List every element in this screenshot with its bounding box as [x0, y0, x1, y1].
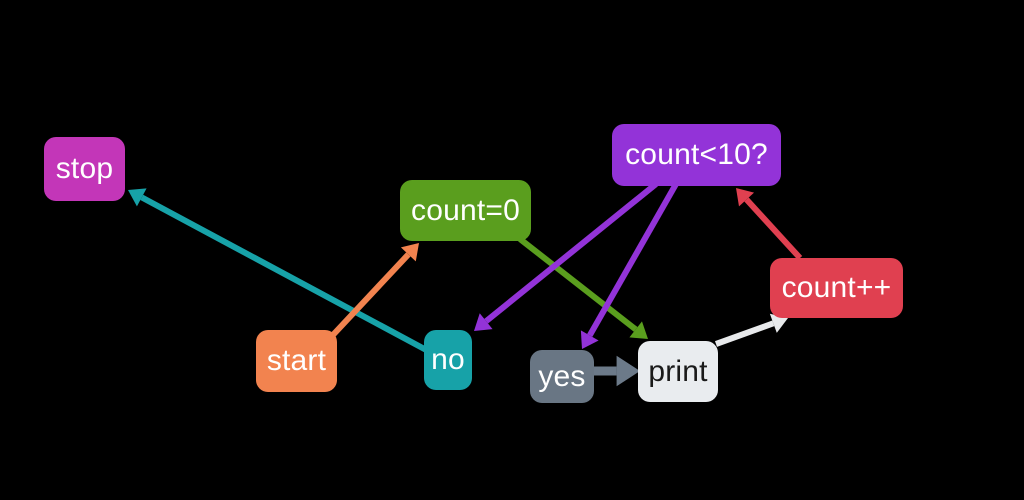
- node-start[interactable]: start: [256, 330, 337, 392]
- node-label: count=0: [411, 193, 520, 227]
- edge-line: [484, 181, 658, 324]
- node-count0[interactable]: count=0: [400, 180, 531, 241]
- edge-start-to-count0: [329, 243, 419, 339]
- node-stop[interactable]: stop: [44, 137, 125, 201]
- arrowhead-icon: [580, 330, 599, 349]
- edge-countpp-to-countlt10: [736, 188, 803, 261]
- node-print[interactable]: print: [638, 341, 718, 402]
- arrowhead-icon: [769, 313, 788, 333]
- edge-line: [587, 182, 679, 337]
- edge-line: [744, 197, 803, 261]
- edge-line: [714, 320, 775, 347]
- edge-print-to-countpp: [714, 313, 788, 347]
- node-no[interactable]: no: [424, 330, 472, 390]
- node-countlt10[interactable]: count<10?: [612, 124, 781, 186]
- edge-line: [329, 252, 411, 339]
- edge-yes-to-print: [593, 355, 640, 387]
- node-label: count<10?: [625, 138, 768, 171]
- edge-line: [140, 194, 432, 355]
- arrowhead-icon: [128, 188, 147, 207]
- arrowhead-icon: [400, 243, 419, 262]
- arrowhead-icon: [736, 188, 755, 207]
- node-label: yes: [538, 359, 586, 393]
- node-countpp[interactable]: count++: [770, 258, 903, 318]
- node-label: start: [266, 344, 327, 377]
- arrowhead-icon: [474, 313, 493, 331]
- node-label: count++: [781, 271, 892, 304]
- node-yes[interactable]: yes: [530, 350, 594, 403]
- edge-countlt10-to-yes: [580, 182, 679, 349]
- edge-line: [518, 236, 638, 332]
- edge-no-to-stop: [128, 188, 432, 355]
- edge-countlt10-to-no: [474, 181, 658, 331]
- edge-count0-to-print: [518, 236, 648, 339]
- node-label: stop: [55, 152, 114, 185]
- node-label: no: [431, 343, 465, 376]
- arrowhead-icon: [629, 321, 648, 339]
- node-label: print: [648, 354, 708, 388]
- arrowhead-icon: [616, 355, 640, 387]
